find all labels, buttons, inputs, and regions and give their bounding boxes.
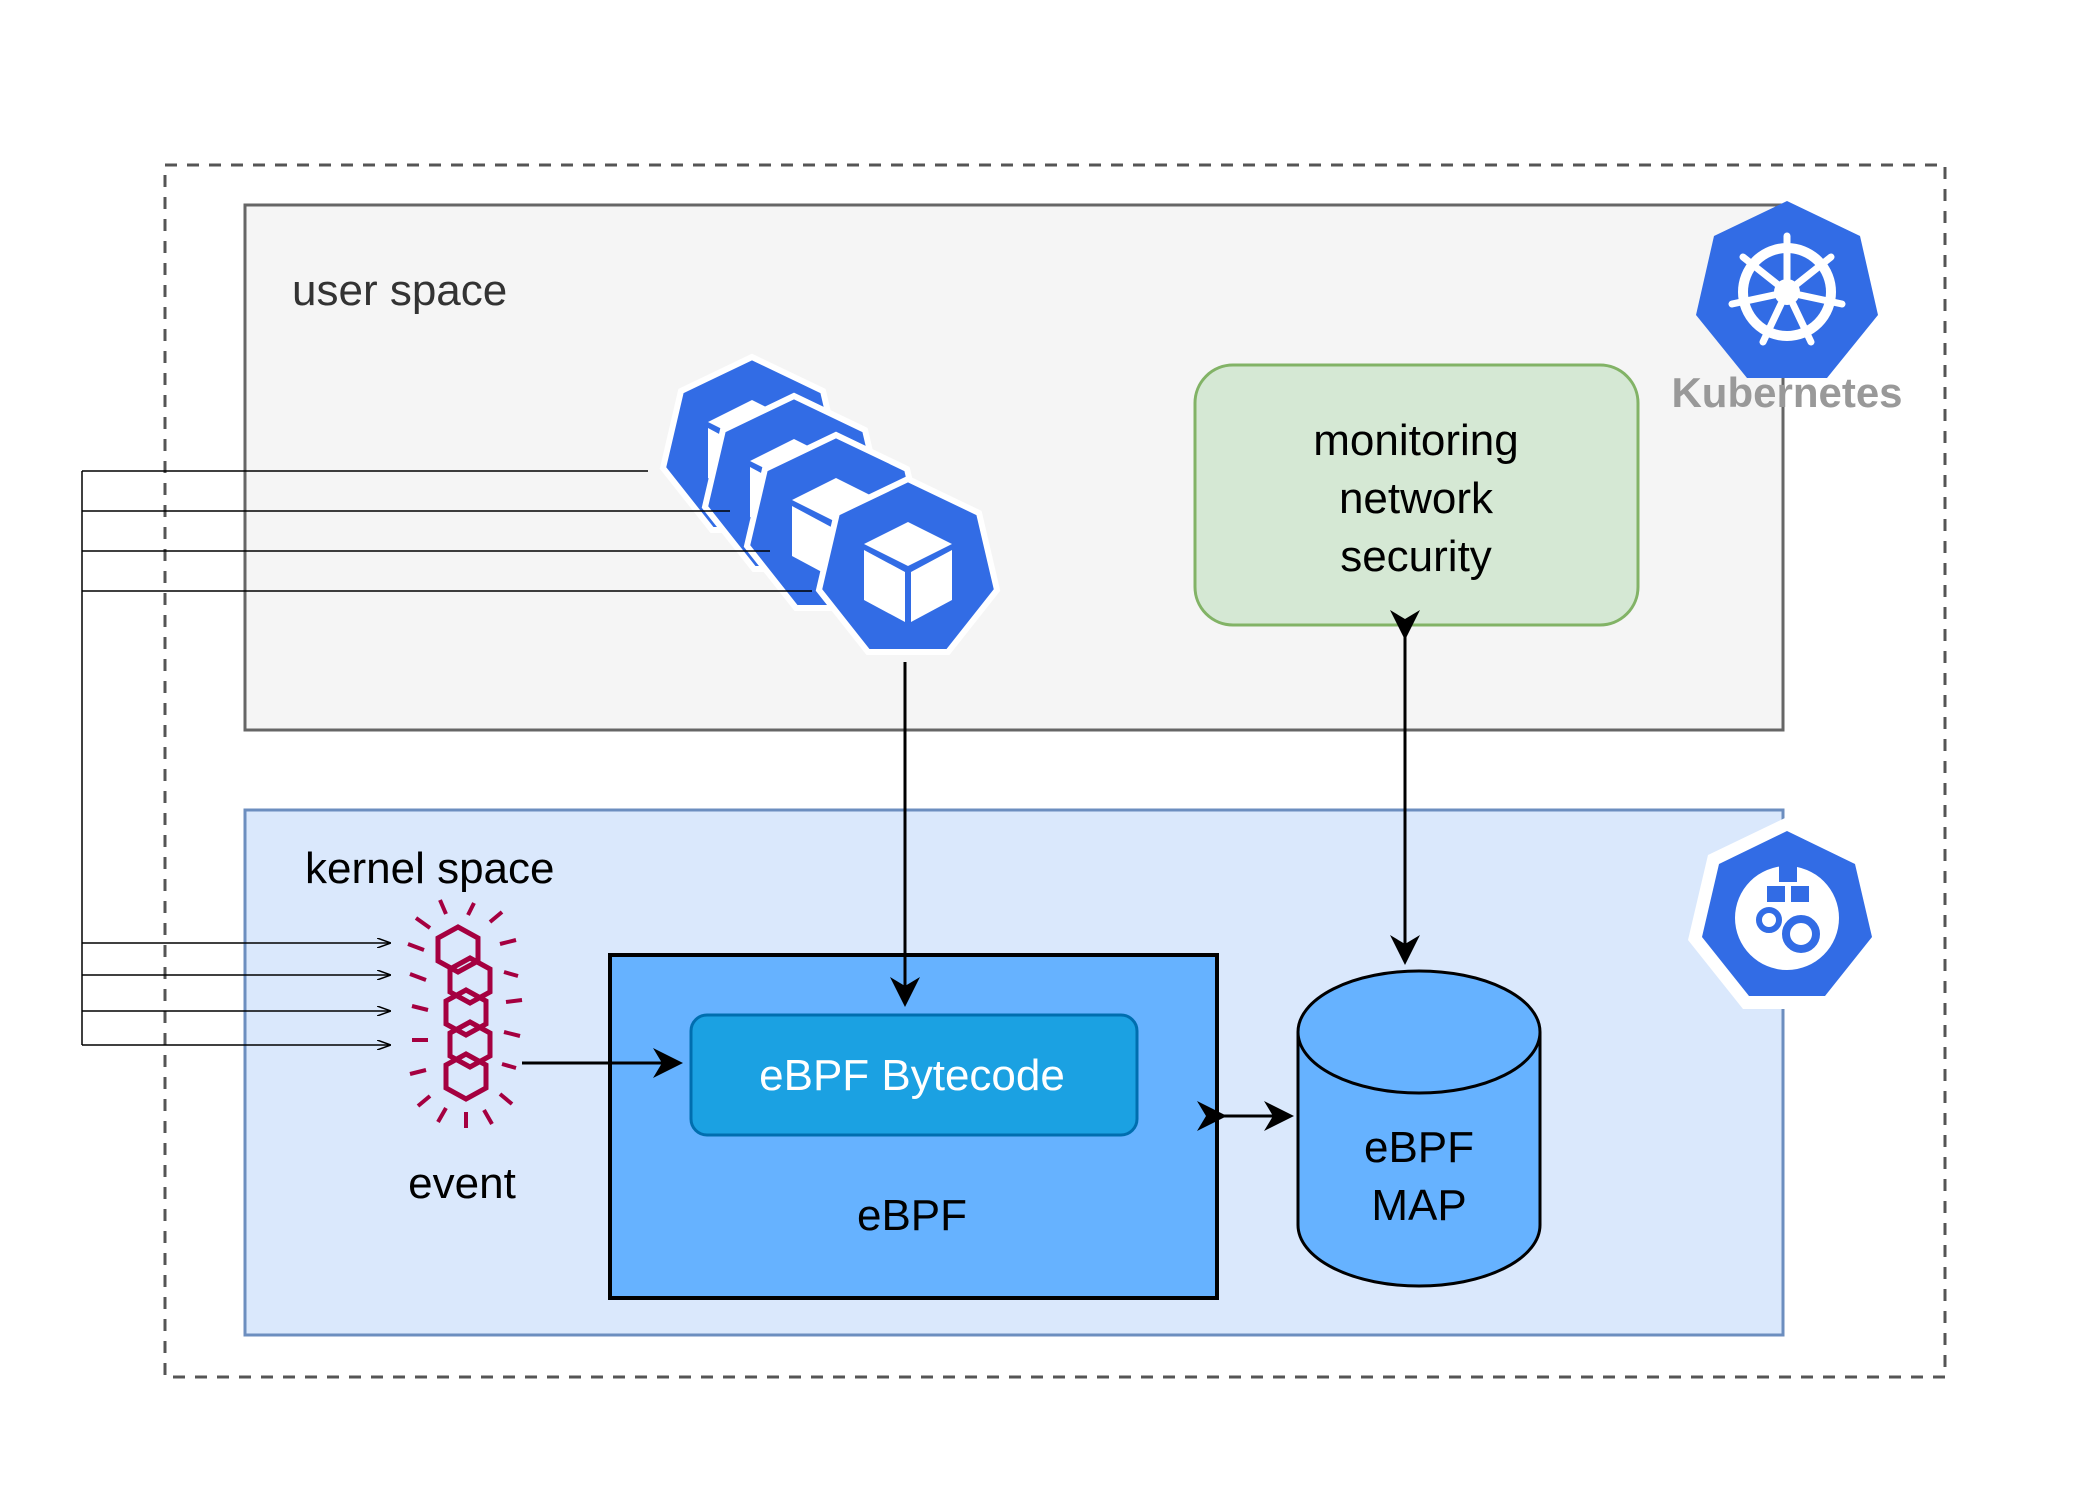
- user-space-label: user space: [292, 266, 507, 315]
- kernel-space-label: kernel space: [305, 844, 554, 893]
- event-label: event: [408, 1159, 516, 1208]
- monitoring-line-3: security: [1340, 532, 1492, 581]
- pod-cube-icon: [815, 475, 1001, 655]
- ebpf-map-cylinder: [1296, 969, 1542, 1288]
- ebpf-bytecode-label: eBPF Bytecode: [759, 1051, 1065, 1100]
- pod-event-connectors: [81, 470, 812, 1045]
- monitoring-line-1: monitoring: [1313, 416, 1518, 465]
- controller-manager-icon: [1688, 817, 1886, 1009]
- ebpf-label: eBPF: [857, 1191, 967, 1240]
- pod-stack: [659, 353, 1001, 655]
- kubernetes-label: Kubernetes: [1671, 369, 1902, 416]
- outer-boundary: [163, 163, 1947, 1379]
- event-hexagon-icon: [407, 899, 523, 1128]
- kubernetes-logo-icon: [1696, 201, 1878, 378]
- ebpf-map-line-2: MAP: [1371, 1181, 1466, 1230]
- monitoring-line-2: network: [1339, 474, 1494, 523]
- ebpf-map-line-1: eBPF: [1364, 1123, 1474, 1172]
- ebpf-bytecode-box: [689, 1013, 1139, 1137]
